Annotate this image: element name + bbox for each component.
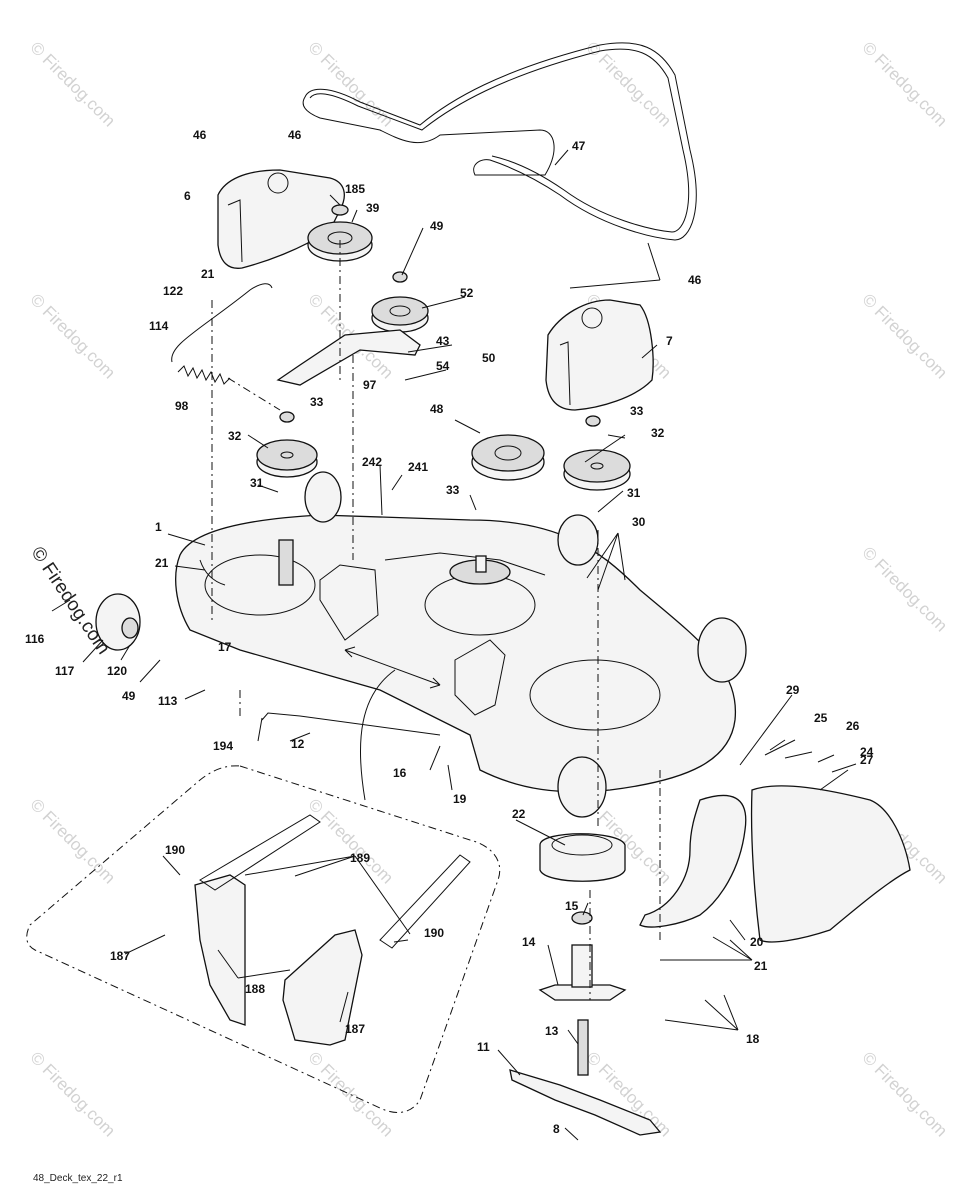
callout-46: 46 (193, 128, 207, 142)
spindle-pulley-left (256, 411, 318, 478)
spindle-shaft-13 (577, 1019, 589, 1076)
callout-18: 18 (746, 1032, 760, 1046)
callout-98: 98 (175, 399, 189, 413)
callout-21: 21 (754, 959, 768, 973)
callout-189: 189 (350, 851, 370, 865)
callout-6: 6 (184, 189, 191, 203)
mount-bracket-left (194, 874, 246, 1026)
callout-190: 190 (424, 926, 444, 940)
callout-21: 21 (155, 556, 169, 570)
callout-7: 7 (666, 334, 673, 348)
callout-19: 19 (453, 792, 467, 806)
callout-13: 13 (545, 1024, 559, 1038)
leader-curve (359, 669, 396, 801)
callout-49: 49 (122, 689, 136, 703)
callout-48: 48 (430, 402, 444, 416)
callout-33: 33 (310, 395, 324, 409)
callout-46: 46 (288, 128, 302, 142)
callout-39: 39 (366, 201, 380, 215)
callout-26: 26 (846, 719, 860, 733)
callout-46: 46 (688, 273, 702, 287)
callout-185: 185 (345, 182, 365, 196)
chute-spring (764, 739, 796, 756)
idler-arm (276, 329, 421, 386)
callout-17: 17 (218, 640, 232, 654)
spindle-housing (538, 984, 627, 1001)
idler-spring (177, 365, 231, 385)
deck-wheel (557, 756, 607, 818)
callout-14: 14 (522, 935, 536, 949)
discharge-chute (750, 785, 911, 943)
callout-22: 22 (512, 807, 526, 821)
mount-link (199, 814, 321, 891)
callout-194: 194 (213, 739, 233, 753)
callout-114: 114 (149, 319, 169, 333)
callout-11: 11 (477, 1040, 490, 1054)
callout-187: 187 (345, 1022, 365, 1036)
callout-47: 47 (572, 139, 586, 153)
callout-25: 25 (814, 711, 828, 725)
mount-link (379, 854, 471, 949)
callout-8: 8 (553, 1122, 560, 1136)
lift-link (261, 712, 441, 736)
idler-rod (171, 283, 273, 363)
callout-97: 97 (363, 378, 377, 392)
callout-49: 49 (430, 219, 444, 233)
mower-blade (509, 1069, 662, 1136)
callout-20: 20 (750, 935, 764, 949)
callout-50: 50 (482, 351, 496, 365)
callout-30: 30 (632, 515, 646, 529)
callout-leaders (51, 149, 857, 1141)
callout-187: 187 (110, 949, 130, 963)
drive-belt (302, 42, 697, 241)
callout-122: 122 (163, 284, 183, 298)
spindle-bearing-ring (539, 833, 626, 882)
callout-15: 15 (565, 899, 579, 913)
callout-116: 116 (25, 632, 45, 646)
callout-32: 32 (228, 429, 242, 443)
callout-43: 43 (436, 334, 450, 348)
alignment-axes (211, 240, 661, 1000)
mower-deck-housing (175, 514, 737, 793)
callout-33: 33 (446, 483, 460, 497)
deck-wheel (557, 514, 599, 566)
callout-29: 29 (786, 683, 800, 697)
callout-241: 241 (408, 460, 428, 474)
callout-190: 190 (165, 843, 185, 857)
callout-54: 54 (436, 359, 450, 373)
callout-117: 117 (55, 664, 75, 678)
callout-52: 52 (460, 286, 474, 300)
inset-outline (26, 765, 501, 1113)
chute-deflector (639, 794, 747, 928)
right-belt-cover (545, 299, 654, 411)
callout-labels: 46 46 47 6 185 39 49 52 46 21 122 114 43… (25, 128, 874, 1136)
callout-12: 12 (291, 737, 305, 751)
callout-24: 24 (860, 745, 874, 759)
callout-120: 120 (107, 664, 127, 678)
callout-21: 21 (201, 267, 215, 281)
drawing-code: 48_Deck_tex_22_r1 (33, 1173, 123, 1184)
spindle-shaft (278, 539, 294, 586)
idler-pulley-48 (471, 434, 545, 481)
callout-27: 27 (860, 753, 874, 767)
callout-16: 16 (393, 766, 407, 780)
spindle-washer (571, 911, 593, 925)
mount-arrow (344, 649, 441, 686)
callout-113: 113 (158, 694, 178, 708)
callout-32: 32 (651, 426, 665, 440)
idler-pulley-52 (371, 271, 429, 333)
spindle-pulley-right (563, 415, 631, 491)
deck-wheel (304, 471, 342, 523)
callout-33: 33 (630, 404, 644, 418)
callout-242: 242 (362, 455, 382, 469)
callout-1: 1 (155, 520, 162, 534)
mount-bracket-right (282, 929, 363, 1046)
callout-188: 188 (245, 982, 265, 996)
callout-31: 31 (250, 476, 264, 490)
deck-wheel (697, 617, 747, 683)
callout-31: 31 (627, 486, 641, 500)
